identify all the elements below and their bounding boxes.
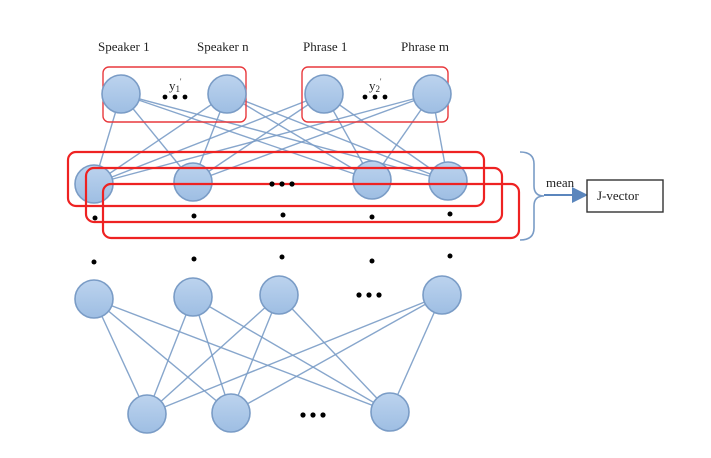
input-node (370, 392, 410, 432)
speaker-node (101, 74, 141, 114)
bottom-edge (146, 296, 194, 415)
speaker-ellipsis (162, 94, 188, 100)
vertical-ellipsis-row-2 (91, 253, 453, 265)
top-edge (120, 93, 449, 182)
bottom-edge (146, 294, 280, 415)
bottom-edge (278, 294, 391, 413)
bottom-edge (146, 294, 443, 415)
j-vector-label: J-vector (597, 188, 640, 203)
first-hidden-node (422, 275, 462, 315)
bottom-edge (230, 294, 443, 414)
frame-2 (84, 166, 504, 224)
first-hidden-node (173, 277, 213, 317)
phrase-output-symbol: y2' (369, 77, 382, 94)
hidden-layer-ellipsis (269, 181, 295, 187)
speaker-output-symbol: y1' (169, 77, 182, 94)
bottom-edge (389, 294, 443, 413)
phrase-first-label: Phrase 1 (303, 39, 347, 54)
last-hidden-node (428, 161, 468, 201)
first-hidden-node (74, 279, 114, 319)
phrase-ellipsis (362, 94, 388, 100)
vertical-ellipsis-row-1 (92, 211, 453, 221)
bottom-edge (93, 298, 232, 414)
first-hidden-node (259, 275, 299, 315)
last-hidden-node (173, 162, 213, 202)
speaker-last-label: Speaker n (197, 39, 249, 54)
input-node (127, 394, 167, 434)
network-nodes (74, 74, 468, 434)
top-edge (226, 93, 373, 181)
top-edge (323, 93, 449, 182)
speaker-first-label: Speaker 1 (98, 39, 150, 54)
top-edge (120, 93, 373, 181)
bottom-edge (93, 298, 391, 413)
frame-1 (66, 150, 486, 208)
phrase-last-label: Phrase m (401, 39, 449, 54)
last-hidden-node (352, 160, 392, 200)
j-vector-box (586, 179, 664, 213)
mean-label: mean (546, 175, 575, 190)
brace-icon (519, 151, 545, 241)
phrase-node (304, 74, 344, 114)
bottom-edge (93, 298, 148, 415)
input-node (211, 393, 251, 433)
bottom-edge (192, 296, 391, 413)
bottom-connections (93, 294, 443, 415)
lower-hidden-ellipsis (356, 292, 382, 298)
top-edge (226, 93, 449, 182)
input-layer-ellipsis (300, 412, 326, 418)
bottom-edge (230, 294, 280, 414)
phrase-node (412, 74, 452, 114)
speaker-node (207, 74, 247, 114)
top-connections (93, 93, 449, 185)
frame-3 (101, 182, 521, 240)
